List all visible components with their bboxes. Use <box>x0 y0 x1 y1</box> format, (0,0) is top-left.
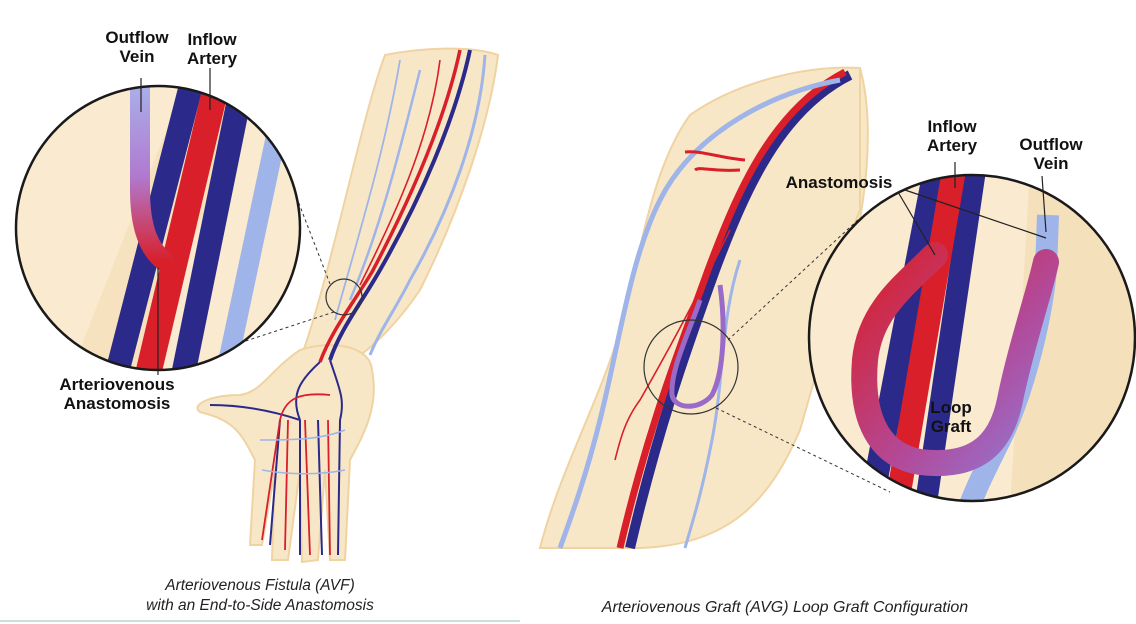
avf-arm-illustration <box>196 47 500 564</box>
avg-outflow-vein-label: Outflow Vein <box>1019 135 1083 173</box>
avg-caption: Arteriovenous Graft (AVG) Loop Graft Con… <box>601 599 969 616</box>
avf-anastomosis-label: Arteriovenous Anastomosis <box>59 375 175 413</box>
avf-zoom-callout <box>14 68 302 375</box>
avg-zoom-callout <box>807 162 1136 503</box>
avg-inflow-artery-label: Inflow Artery <box>926 117 978 155</box>
avf-outflow-vein-label: Outflow Vein <box>105 28 169 66</box>
avf-inflow-artery-label: Inflow Artery <box>186 30 238 68</box>
avf-caption: Arteriovenous Fistula (AVF) with an End-… <box>146 577 374 614</box>
avg-loop-graft-label: Loop Graft <box>930 398 972 436</box>
avg-arm-illustration <box>538 66 891 550</box>
avg-anastomosis-label: Anastomosis <box>785 173 893 192</box>
